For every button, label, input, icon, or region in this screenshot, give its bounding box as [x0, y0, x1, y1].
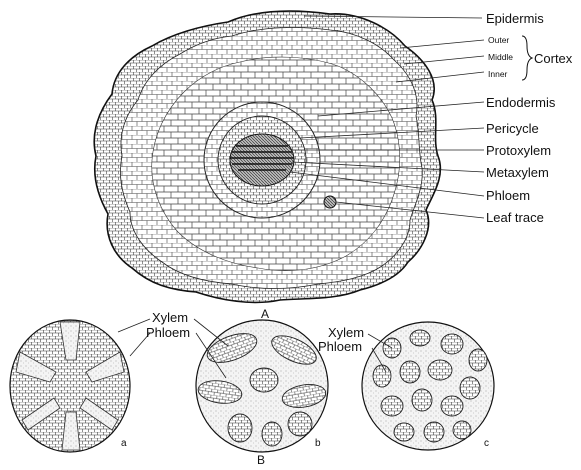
label-cortex: Cortex	[534, 51, 573, 66]
panel-label-b: b	[315, 438, 321, 449]
leaf-trace-mark	[324, 196, 336, 208]
label-cortex-inner: Inner	[488, 69, 508, 79]
label-cortex-outer: Outer	[488, 35, 509, 45]
label-xylem-c: Xylem	[328, 325, 364, 340]
label-epidermis: Epidermis	[486, 11, 544, 26]
panel-label-a: a	[121, 438, 127, 449]
label-cortex-middle: Middle	[488, 52, 513, 62]
label-phloem: Phloem	[486, 188, 530, 203]
label-protoxylem: Protoxylem	[486, 143, 551, 158]
label-endodermis: Endodermis	[486, 95, 556, 110]
section-c	[362, 322, 494, 450]
label-metaxylem: Metaxylem	[486, 165, 549, 180]
label-pericycle: Pericycle	[486, 121, 539, 136]
caption-a: A	[261, 307, 269, 321]
stem-cross-section	[94, 11, 440, 302]
caption-b: B	[257, 453, 265, 467]
label-phloem-c: Phloem	[318, 339, 362, 354]
section-a	[10, 320, 130, 452]
panel-label-c: c	[484, 438, 489, 449]
section-b	[196, 320, 328, 452]
label-xylem: Xylem	[152, 310, 188, 325]
label-phloem-b: Phloem	[146, 325, 190, 340]
label-leaf-trace: Leaf trace	[486, 210, 544, 225]
vascular-core	[230, 134, 294, 186]
